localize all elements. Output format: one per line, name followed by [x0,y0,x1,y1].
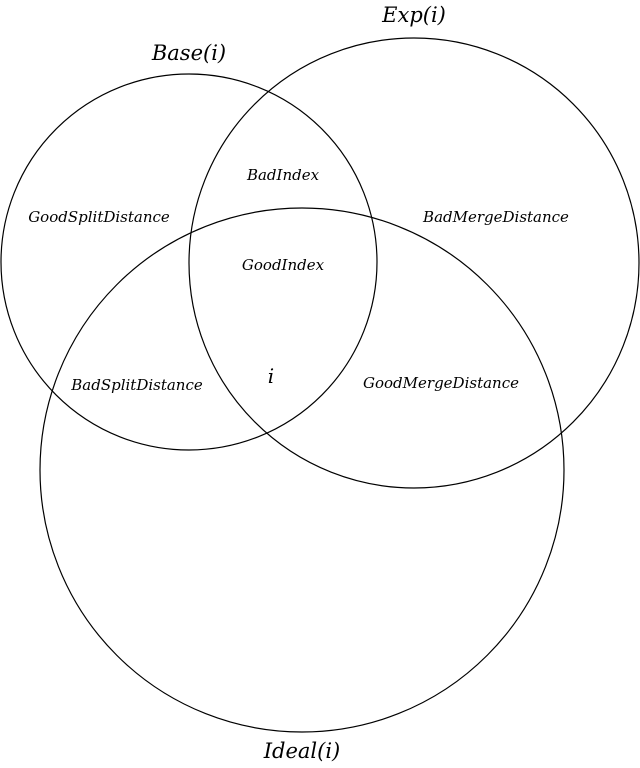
bad-index-label: BadIndex [246,166,320,184]
good-index-label: GoodIndex [242,256,325,274]
bad-split-distance-label: BadSplitDistance [70,376,203,394]
base-set-circle [0,73,378,451]
exp-set-label: Exp(i) [381,3,446,27]
base-set-label: Base(i) [151,41,226,65]
exp-set-circle [188,37,640,489]
ideal-set-circle [39,207,565,733]
element-i-label: i [268,364,274,388]
ideal-set-label: Ideal(i) [263,739,341,763]
good-merge-distance-label: GoodMergeDistance [363,374,519,392]
good-split-distance-label: GoodSplitDistance [28,208,170,226]
bad-merge-distance-label: BadMergeDistance [422,208,569,226]
